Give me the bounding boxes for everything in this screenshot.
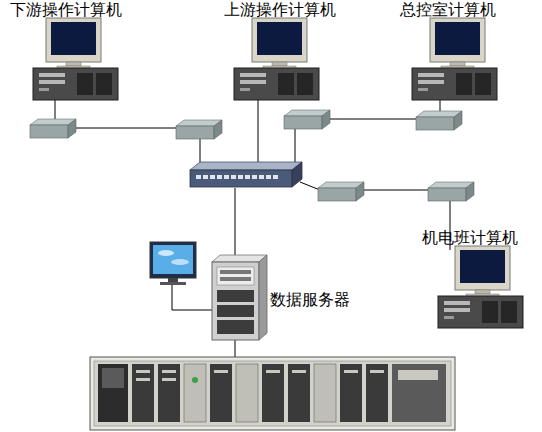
device-name: 下游操作计算机 <box>10 1 124 19</box>
crt-monitor <box>430 18 485 69</box>
computer-label-box: 机电班计算机 <box>422 229 520 249</box>
desktop-case <box>438 296 523 328</box>
media-converter <box>176 120 222 139</box>
media-converter <box>318 182 364 201</box>
media-converter <box>30 119 76 138</box>
crt-monitor <box>252 18 307 69</box>
lcd-monitor <box>150 242 196 285</box>
crt-monitor <box>46 18 101 69</box>
computer-label-box: 数据服务器 <box>270 291 352 311</box>
crt-monitor <box>455 246 510 297</box>
media-converter <box>416 111 462 130</box>
media-converter <box>428 182 474 201</box>
desktop-case <box>412 68 497 100</box>
desktop-case <box>33 68 118 100</box>
device-name: 总控室计算机 <box>400 1 498 19</box>
desktop-case <box>234 68 319 100</box>
plc-rack <box>90 357 455 430</box>
computer-label-box: 上游操作计算机 <box>224 1 338 21</box>
network-switch <box>190 162 302 187</box>
media-converter <box>284 110 330 129</box>
computer-label-box: 下游操作计算机 <box>10 1 124 21</box>
server-tower <box>212 255 267 340</box>
network-wire <box>55 100 450 358</box>
device-name: 机电班计算机 <box>422 229 520 247</box>
computer-label-box: 总控室计算机 <box>400 1 498 21</box>
device-name: 数据服务器 <box>270 291 352 309</box>
device-name: 上游操作计算机 <box>224 1 338 19</box>
